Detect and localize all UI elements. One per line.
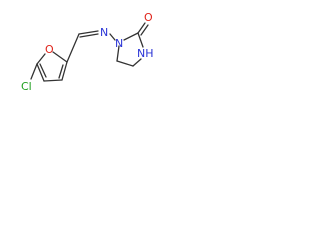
atom-ring-nitrogen-3: NH bbox=[137, 47, 154, 60]
bond-c2-c3 bbox=[61, 61, 68, 81]
bond-c4-c5-inner bbox=[39, 63, 47, 78]
bond-n1-c2 bbox=[123, 32, 139, 41]
atom-ring-nitrogen-1: N bbox=[115, 37, 123, 50]
atom-chlorine: Cl bbox=[21, 80, 32, 93]
bonds bbox=[30, 22, 149, 82]
bond-n3-c4 bbox=[132, 58, 142, 67]
bond-n-n1 bbox=[109, 33, 116, 41]
bond-c4-c5 bbox=[36, 63, 45, 82]
bond-c5-o bbox=[36, 53, 46, 65]
atom-imine-nitrogen: N bbox=[100, 26, 108, 39]
bond-c2-o bbox=[137, 22, 146, 34]
bond-c2-ch bbox=[66, 33, 80, 63]
bond-ch-n-double-a bbox=[78, 30, 99, 35]
bond-c5-cl bbox=[30, 63, 38, 80]
bond-c2-n3 bbox=[137, 32, 144, 48]
bond-ch-n-double-b bbox=[79, 33, 99, 38]
bond-o-c2 bbox=[52, 51, 68, 63]
bond-c2-o-inner bbox=[140, 24, 149, 36]
bond-c3-c4 bbox=[43, 79, 63, 82]
atom-carbonyl-oxygen: O bbox=[144, 11, 153, 24]
bond-c5-n1 bbox=[116, 45, 120, 62]
bond-c2-c3-inner bbox=[58, 64, 64, 79]
atom-furan-oxygen: O bbox=[45, 43, 54, 56]
bond-c4-c5 bbox=[116, 60, 134, 67]
molecule-structure: Cl O N N NH O bbox=[21, 11, 154, 93]
